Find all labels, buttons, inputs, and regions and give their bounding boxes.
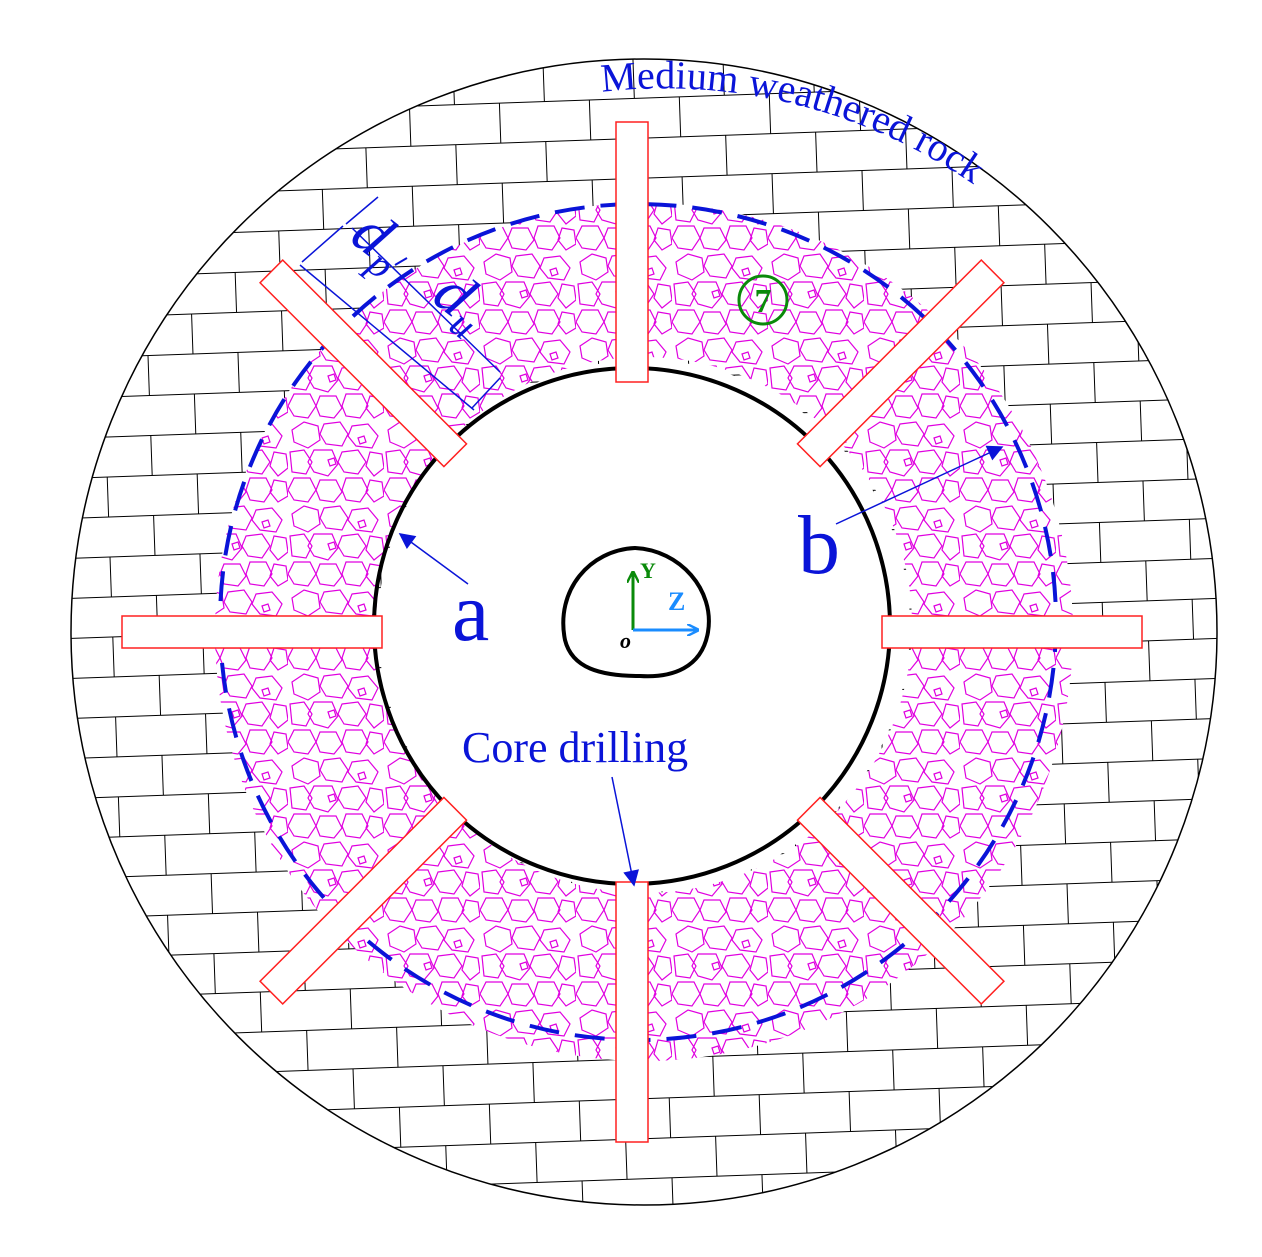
coordinate-axes: Y Z o — [620, 558, 698, 653]
core-drilling-6 — [259, 259, 468, 468]
core-drilling-2 — [796, 796, 1005, 1005]
core-drilling-3 — [615, 881, 649, 1143]
axis-y-label: Y — [640, 558, 656, 583]
outer-boundary-annotation: b — [798, 445, 1004, 592]
inner-boundary-annotation: a — [398, 533, 489, 659]
inner-boundary-label: a — [452, 566, 489, 659]
origin-label: o — [620, 628, 631, 653]
axis-z-label: Z — [668, 587, 685, 616]
core-drilling-label: Core drilling — [462, 723, 688, 772]
core-drilling-annotation: Core drilling — [462, 723, 688, 887]
stratum-number-label: 7 — [755, 283, 772, 320]
core-drilling-7 — [615, 121, 649, 383]
core-drilling-1 — [881, 615, 1143, 649]
outer-boundary-label: b — [798, 499, 840, 592]
core-drilling-8 — [796, 259, 1005, 468]
stratum-number-badge: 7 — [737, 274, 789, 326]
core-drilling-5 — [121, 615, 383, 649]
core-drillings — [121, 121, 1143, 1143]
pilot-tunnel — [561, 545, 711, 679]
core-drilling-4 — [259, 796, 468, 1005]
